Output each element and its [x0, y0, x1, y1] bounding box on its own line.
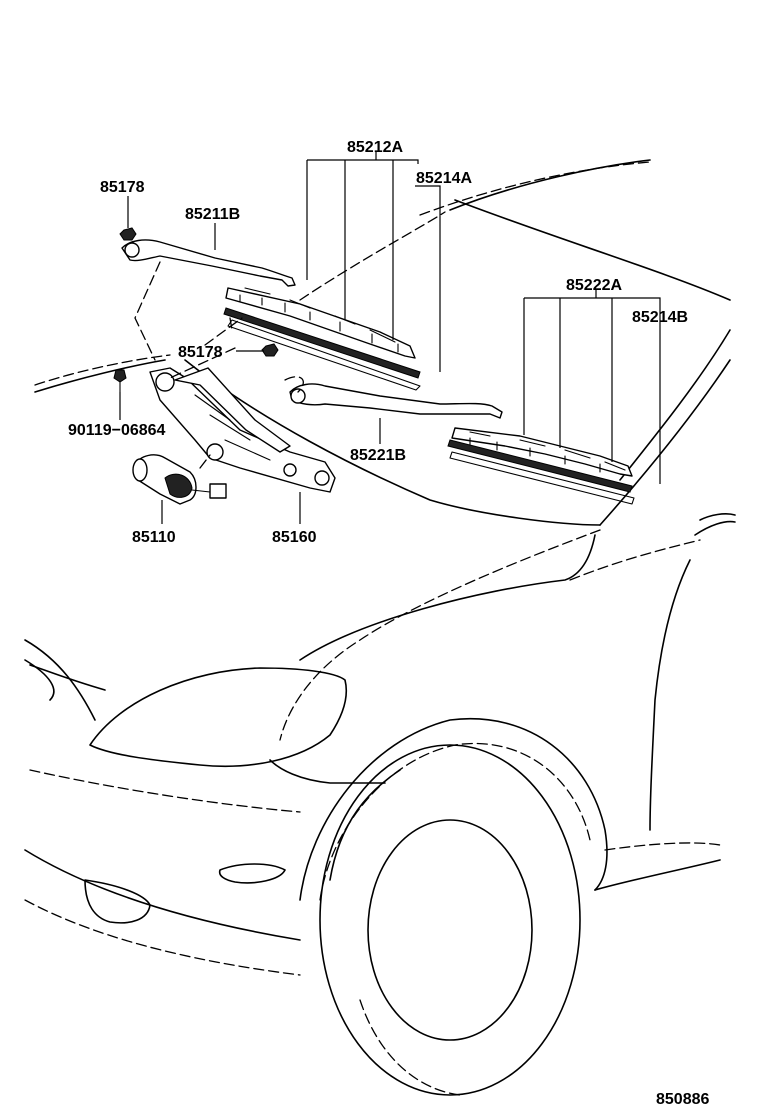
label-85178-upper: 85178: [100, 179, 145, 196]
diagram-code: 850886: [656, 1091, 709, 1108]
label-90119-06864: 90119−06864: [68, 422, 166, 439]
label-85222a: 85222A: [566, 277, 622, 294]
label-85211b: 85211B: [185, 206, 240, 223]
label-85212a: 85212A: [347, 139, 403, 156]
label-85214b: 85214B: [632, 309, 688, 326]
vehicle-body-outline: [24, 159, 736, 1096]
blade-rubber-right: [447, 439, 635, 505]
wiper-link-assembly: [149, 367, 336, 493]
label-85178-lower: 85178: [178, 344, 223, 361]
wiper-arm-left: [121, 229, 296, 287]
wiper-motor: [132, 454, 227, 505]
blade-rubber-left: [223, 307, 421, 391]
nut-upper: [119, 227, 137, 241]
assembly-dashed-lines: [134, 261, 304, 469]
wiper-blade-left: [225, 287, 416, 359]
label-85214a: 85214A: [416, 170, 472, 187]
nut-lower: [261, 343, 279, 357]
part-labels: 85178 85211B 85212A 85214A 85222A 85214B…: [68, 139, 709, 1108]
leader-lines: [119, 152, 661, 524]
label-85160: 85160: [272, 529, 317, 546]
wiper-arm-right: [289, 383, 503, 419]
label-85221b: 85221B: [350, 447, 406, 464]
label-85110: 85110: [132, 529, 176, 546]
bolt: [113, 369, 127, 393]
wiper-blade-right: [451, 427, 633, 477]
